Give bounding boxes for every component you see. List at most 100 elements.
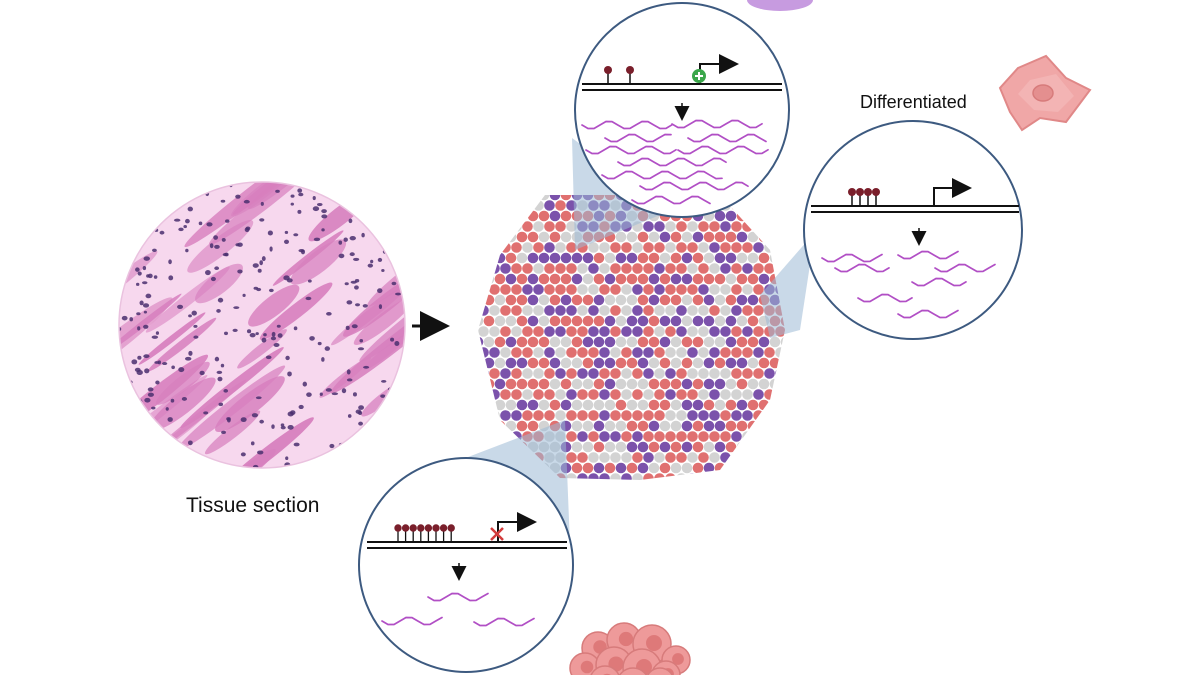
spot	[511, 305, 522, 316]
spot	[555, 410, 566, 421]
tissue-nucleus	[263, 333, 267, 337]
spot	[797, 410, 808, 421]
tissue-nucleus	[165, 407, 169, 411]
tissue-nucleus	[255, 332, 259, 336]
spot	[632, 452, 643, 463]
spot	[758, 378, 770, 390]
spot	[566, 305, 577, 316]
tissue-nucleus	[144, 228, 149, 233]
spot	[588, 326, 599, 337]
spot	[725, 294, 737, 306]
spot	[648, 336, 660, 348]
spot	[736, 357, 748, 369]
spot	[792, 358, 803, 369]
tissue-nucleus	[280, 423, 285, 427]
methyl-lollipop-icon	[394, 524, 455, 542]
spot	[692, 336, 704, 348]
spot	[714, 315, 726, 327]
spot	[681, 420, 693, 432]
spot	[478, 336, 484, 348]
spot	[659, 273, 671, 285]
spot	[692, 420, 704, 432]
tissue-nucleus	[217, 297, 224, 303]
tissue-nucleus	[391, 209, 397, 214]
spot	[654, 452, 665, 463]
spot	[494, 195, 506, 201]
spot	[516, 357, 528, 369]
tissue-fiber	[363, 332, 405, 370]
spot	[494, 336, 506, 348]
spot	[753, 410, 764, 421]
differentiated-label: Differentiated	[860, 92, 967, 112]
spot	[566, 473, 577, 480]
spot	[780, 399, 785, 411]
cancer-cell-cluster-icon	[569, 622, 691, 680]
tissue-nucleus	[305, 296, 312, 301]
spot	[478, 252, 484, 264]
spot	[736, 315, 748, 327]
transcript-icon	[427, 592, 489, 602]
spot	[560, 195, 572, 201]
tissue-nucleus	[217, 376, 223, 382]
spot	[637, 441, 649, 453]
spot	[610, 347, 621, 358]
tissue-nucleus	[198, 221, 203, 226]
spot	[654, 284, 665, 295]
spot	[560, 210, 572, 222]
spot	[786, 389, 797, 400]
spot	[555, 326, 566, 337]
tissue-nucleus	[139, 444, 144, 448]
tissue-nucleus	[349, 252, 355, 257]
spot	[659, 294, 671, 306]
spot	[720, 389, 731, 400]
spot	[478, 368, 489, 379]
spot	[538, 294, 550, 306]
cell-nucleus	[580, 660, 594, 674]
spot	[522, 410, 533, 421]
tissue-nucleus	[359, 339, 364, 343]
spot	[786, 473, 797, 484]
tissue-nucleus	[135, 267, 140, 272]
spot	[676, 263, 687, 274]
spot	[555, 305, 566, 316]
spot	[670, 378, 682, 390]
tissue-nucleus	[298, 404, 304, 410]
spot	[621, 452, 632, 463]
spot	[643, 368, 654, 379]
tissue-nucleus	[293, 326, 298, 331]
spot	[555, 221, 566, 232]
spot	[610, 242, 621, 253]
spot	[516, 252, 528, 264]
spot	[483, 420, 495, 432]
tissue-nucleus	[143, 354, 150, 359]
spot	[731, 473, 742, 480]
spot	[494, 210, 506, 222]
spot	[692, 315, 704, 327]
spot	[483, 336, 495, 348]
spot	[478, 431, 489, 442]
spot	[538, 357, 550, 369]
spot	[478, 273, 484, 285]
spot	[692, 441, 704, 453]
spot	[792, 400, 803, 411]
spot	[703, 441, 715, 453]
spot	[632, 326, 643, 337]
spot	[648, 273, 660, 285]
spot	[549, 210, 561, 222]
spot	[626, 441, 638, 453]
tissue-fiber	[119, 182, 164, 219]
spot	[626, 336, 638, 348]
transcript-icon	[677, 145, 769, 155]
spot	[764, 389, 775, 400]
spot	[615, 399, 627, 411]
spot	[703, 273, 715, 285]
spot	[725, 441, 737, 453]
tissue-fiber	[177, 365, 286, 450]
spot	[725, 252, 737, 264]
spot	[780, 462, 785, 474]
spot	[665, 410, 676, 421]
tissue-nucleus	[224, 252, 229, 257]
spot	[703, 378, 715, 390]
spot	[709, 452, 720, 463]
spot	[769, 231, 781, 243]
